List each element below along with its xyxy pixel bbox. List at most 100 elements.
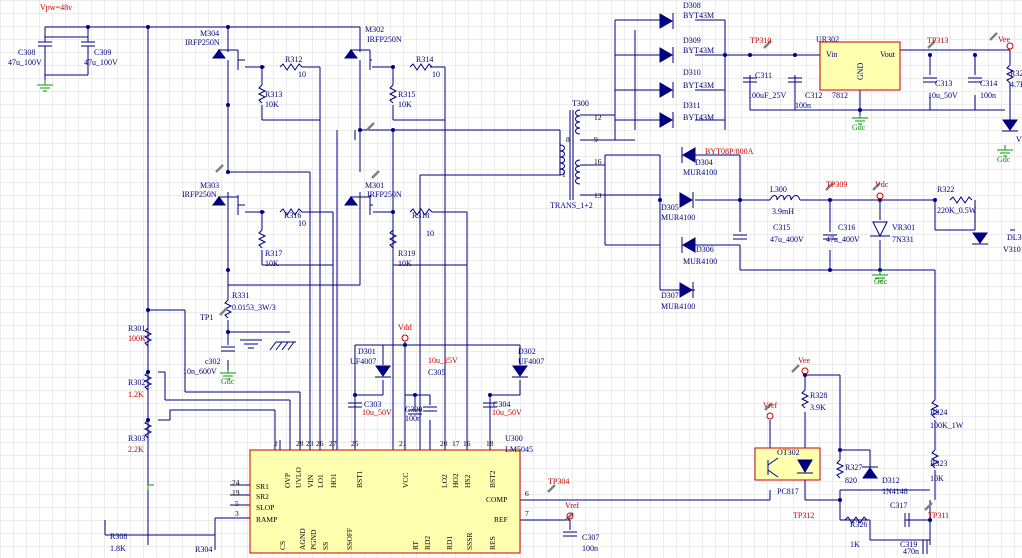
label-r327: R327 [845,463,862,472]
label-d304-part: BYT08P/800A [705,147,754,156]
label-c303: C303 [364,400,381,409]
label-tp312: TP312 [793,511,814,520]
label-c319: C319 [900,540,917,549]
label-c302: c302 [205,357,221,366]
label-d312: D312 [882,476,900,485]
pin-2: 2 [274,439,278,448]
label-r32x-val: 4.7K [1010,80,1022,89]
label-trans: TRANS_1+2 [550,201,593,210]
pin-16: 16 [463,439,471,448]
pin-name-sr2: SR2 [256,492,269,501]
pin-numbers: 2 28 23 26 27 25 21 20 17 16 18 24 19 5 … [232,113,602,518]
label-d308-part: BYT43M [683,11,714,20]
label-r318: R318 [412,211,429,220]
pin-name-agnd: AGND [298,528,307,550]
label-tp1: TP1 [200,313,213,322]
pin-name-sr1: SR1 [256,482,269,491]
label-r315-val: 10K [398,100,412,109]
label-r302-val: 1.2K [128,390,144,399]
label-r303: R303 [128,434,145,443]
label-r328-val: 3.9K [810,403,826,412]
pin-20: 20 [440,439,448,448]
pin-t12: 12 [594,113,602,122]
label-c302-val: 10n_600V [183,367,217,376]
transformer-symbol [559,109,581,200]
label-ur302-vout: Vout [880,50,896,59]
pin-28: 28 [296,439,304,448]
label-l300: L300 [770,185,787,194]
label-r304: R304 [195,545,212,554]
pin-name-slop: SLOP [256,503,274,512]
label-c315: C315 [773,223,790,232]
label-r316: R316 [284,211,301,220]
net-gdc-1: Gdc [221,377,235,386]
label-c320: C320 [405,405,422,414]
label-ur302: UR302 [816,35,839,44]
net-vee-1: Vee [998,35,1010,44]
pin-name-rd1: RD1 [445,536,454,550]
label-r319: R319 [398,249,415,258]
label-c307: C307 [582,533,599,542]
net-vref-2: Vref [763,401,778,410]
label-r308: R308 [110,532,127,541]
label-r323-val: 10K [930,474,944,483]
label-c304: C304 [493,400,510,409]
label-r313: R313 [265,90,282,99]
pin-26: 26 [316,439,324,448]
label-d312-part: 1N4148 [882,487,908,496]
label-c303-val: 10u_50V [362,408,392,417]
pin-name-ss: SS [321,542,330,550]
label-d307: D307 [661,291,679,300]
label-r317-val: 10K [265,259,279,268]
label-d309: D309 [683,36,701,45]
label-r318-val: 10 [426,229,434,238]
label-c309: C309 [94,48,111,57]
label-c304-val: 10u_50V [492,408,522,417]
label-c308-val: 47u_100V [8,58,42,67]
label-r314-val: 10 [432,70,440,79]
net-vpw: Vpw=48v [40,3,72,12]
label-c309-val: 47u_100V [84,58,118,67]
label-ur302-part: 7812 [832,91,848,100]
pin-name-lo2: LO2 [440,474,449,488]
label-m303: M303 [200,181,219,190]
pin-name-vcc: VCC [401,473,410,488]
ic-u300-pin-names: OVP UVLO VIN LO1 HO1 BST1 VCC LO2 HO2 HS… [256,467,508,550]
net-vdc: Vdc [875,180,889,189]
pin-name-lo1: LO1 [316,474,325,488]
label-c311: C311 [755,71,772,80]
power-port-circles [401,42,1014,520]
label-c313: C313 [935,79,952,88]
mosfet-symbols [212,45,373,215]
label-r323: R323 [930,459,947,468]
pin-name-uvlo: UVLO [294,467,303,488]
label-r312: R312 [285,55,302,64]
label-tp309: TP309 [826,180,847,189]
pin-name-ovp: OVP [283,473,292,488]
label-m301-part: IRFP250N [367,190,402,199]
net-vref-1: Vref [565,501,580,510]
label-d305: D305 [661,203,679,212]
pin-name-ssoff: SSOFF [345,528,354,550]
pin-t1: 1 [562,170,566,179]
label-d311-part: BYT43M [683,113,714,122]
label-l300-val: 3.9mH [772,207,794,216]
optocoupler-ot302 [754,447,821,481]
label-vr301: VR301 [892,223,915,232]
label-dl3: DL3 [1007,233,1022,242]
label-m304-part: IRFP250N [185,38,220,47]
label-c319-val: 470n [903,547,919,556]
pin-name-ramp: RAMP [256,515,277,524]
label-r301-val: 100K [128,334,146,343]
diode-symbols [375,13,1018,479]
label-d304: D304 [695,158,713,167]
label-d307-part: MUR4100 [661,302,695,311]
label-c316-val: 47u_400V [826,235,860,244]
label-l-edge: V [1016,135,1022,144]
inductor-symbol [769,195,801,201]
label-d306-part: MUR4100 [683,257,717,266]
label-u300-part: LM5045 [505,445,533,454]
label-r322-val: 220K_0.5W [937,206,977,215]
pin-t9: 9 [594,135,598,144]
